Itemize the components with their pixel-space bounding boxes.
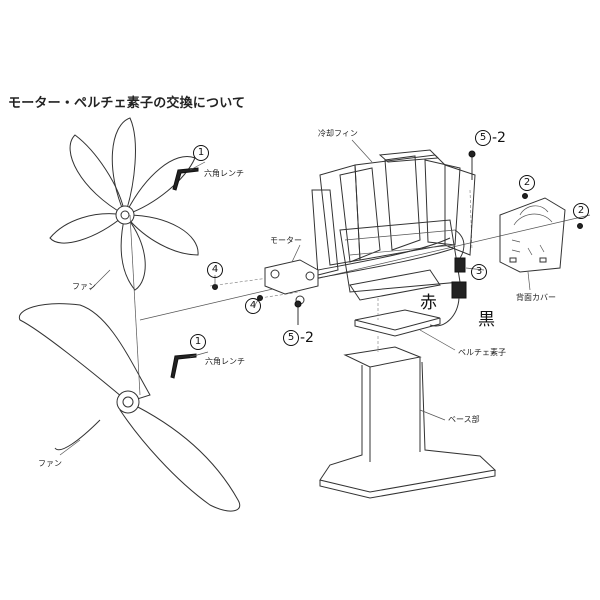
page-title: モーター・ペルチェ素子の交換について [8, 96, 246, 111]
label-cooling-fin: 冷却フィン [318, 129, 358, 138]
label-black-wire: 黒 [478, 310, 495, 330]
label-base: ベース部 [448, 415, 480, 424]
peltier-element-icon [354, 298, 441, 352]
label-motor: モーター [270, 236, 302, 245]
label-fan-top: ファン [72, 282, 96, 291]
screw-4-lower-icon [257, 295, 263, 301]
back-cover-icon [499, 197, 566, 273]
label-fan-bottom: ファン [38, 459, 62, 468]
label-red-wire: 赤 [420, 293, 437, 313]
cooling-fin-icon [311, 149, 476, 301]
callout-5-2-bottom: 5-2 [283, 330, 314, 346]
callout-1-top: 1 [193, 145, 209, 161]
callout-3: 3 [471, 264, 487, 280]
fan-lower-icon [18, 303, 241, 512]
screw-4-upper-icon [212, 284, 218, 290]
connector-icon [454, 257, 466, 273]
callout-2-right: 2 [573, 203, 589, 219]
callout-4-lower: 4 [245, 298, 261, 314]
hex-wrench-top-icon [172, 167, 199, 191]
motor-icon [264, 259, 319, 305]
screw-2-right-icon [577, 223, 583, 229]
fan-upper-icon [49, 117, 199, 291]
hex-wrench-bottom-icon [170, 353, 197, 379]
callout-5-2-top: 5-2 [475, 130, 506, 146]
screw-5-2-top-icon [468, 150, 476, 180]
callout-4-upper: 4 [207, 262, 223, 278]
label-hex-wrench-top: 六角レンチ [204, 169, 244, 178]
label-peltier: ペルチェ素子 [458, 348, 506, 357]
callout-1-bottom: 1 [190, 334, 206, 350]
base-icon [319, 346, 497, 499]
label-back-cover: 背面カバー [516, 293, 556, 302]
screw-5-2-bottom-icon [294, 300, 302, 325]
screw-2-left-icon [522, 193, 528, 199]
label-hex-wrench-bottom: 六角レンチ [205, 357, 245, 366]
callout-2-left: 2 [519, 175, 535, 191]
